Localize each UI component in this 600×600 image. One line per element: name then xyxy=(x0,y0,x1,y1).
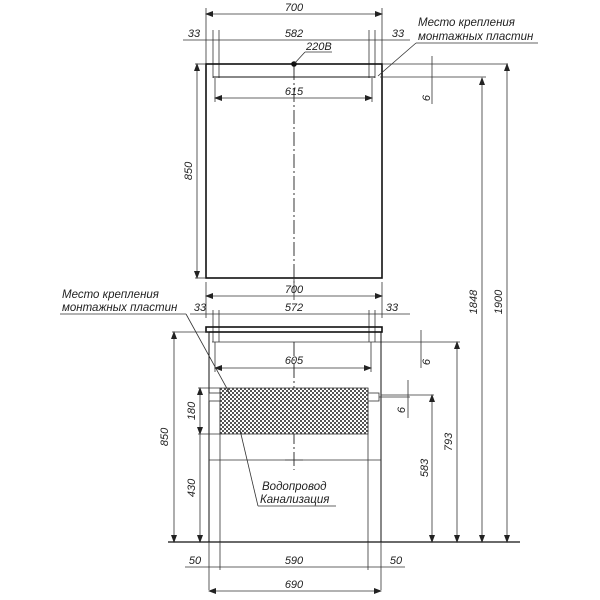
cabinet-offset-right-dim: 33 xyxy=(386,302,399,314)
power-label: 220В xyxy=(305,41,332,53)
mirror-mount-span-dim: 582 xyxy=(285,28,303,40)
foot-right-dim: 50 xyxy=(390,555,403,567)
pipes-note-line1: Водопровод xyxy=(262,481,326,493)
cabinet-mid-gap-dim: 6 xyxy=(396,406,408,413)
foot-span-dim: 590 xyxy=(285,555,304,567)
cabinet-mount-span-dim: 572 xyxy=(285,302,303,314)
cabinet-offset-left-dim: 33 xyxy=(194,302,207,314)
mirror-width-dim: 700 xyxy=(285,2,304,14)
cabinet-view: 700 33 572 33 605 850 xyxy=(60,63,520,594)
foot-left-dim: 50 xyxy=(189,555,202,567)
cabinet-width-dim: 700 xyxy=(285,284,304,296)
height-583-dim: 583 xyxy=(419,458,431,477)
height-1900-dim: 1900 xyxy=(493,289,505,314)
mirror-height-dim: 850 xyxy=(183,161,195,180)
utilities-zone-bottom-dim: 430 xyxy=(186,478,198,497)
cabinet-mount-note-line1: Место крепления xyxy=(62,289,159,301)
mirror-offset-right-dim: 33 xyxy=(392,28,405,40)
cabinet-height-dim: 850 xyxy=(159,427,171,446)
base-width-dim: 690 xyxy=(285,579,304,591)
utilities-zone-hatch xyxy=(219,387,369,435)
cabinet-top-gap-dim: 6 xyxy=(421,358,433,365)
mirror-mount-note-line1: Место крепления xyxy=(418,17,515,29)
height-793-dim: 793 xyxy=(443,432,455,451)
mirror-inner-width-dim: 615 xyxy=(285,86,304,98)
cabinet-mount-note-line2: монтажных пластин xyxy=(62,302,178,314)
height-1848-dim: 1848 xyxy=(468,289,480,314)
pipes-note-line2: Канализация xyxy=(260,494,329,506)
countertop-outline xyxy=(205,326,383,333)
mount-plate-right xyxy=(367,392,380,402)
mirror-offset-left-dim: 33 xyxy=(188,28,201,40)
mirror-view: 700 33 582 33 220В 615 850 Место креплен… xyxy=(183,2,538,290)
mirror-gap-dim: 6 xyxy=(421,94,433,101)
mount-plate-left xyxy=(208,392,221,402)
utilities-zone-height-dim: 180 xyxy=(186,401,198,420)
mirror-mount-note-line2: монтажных пластин xyxy=(418,31,534,43)
